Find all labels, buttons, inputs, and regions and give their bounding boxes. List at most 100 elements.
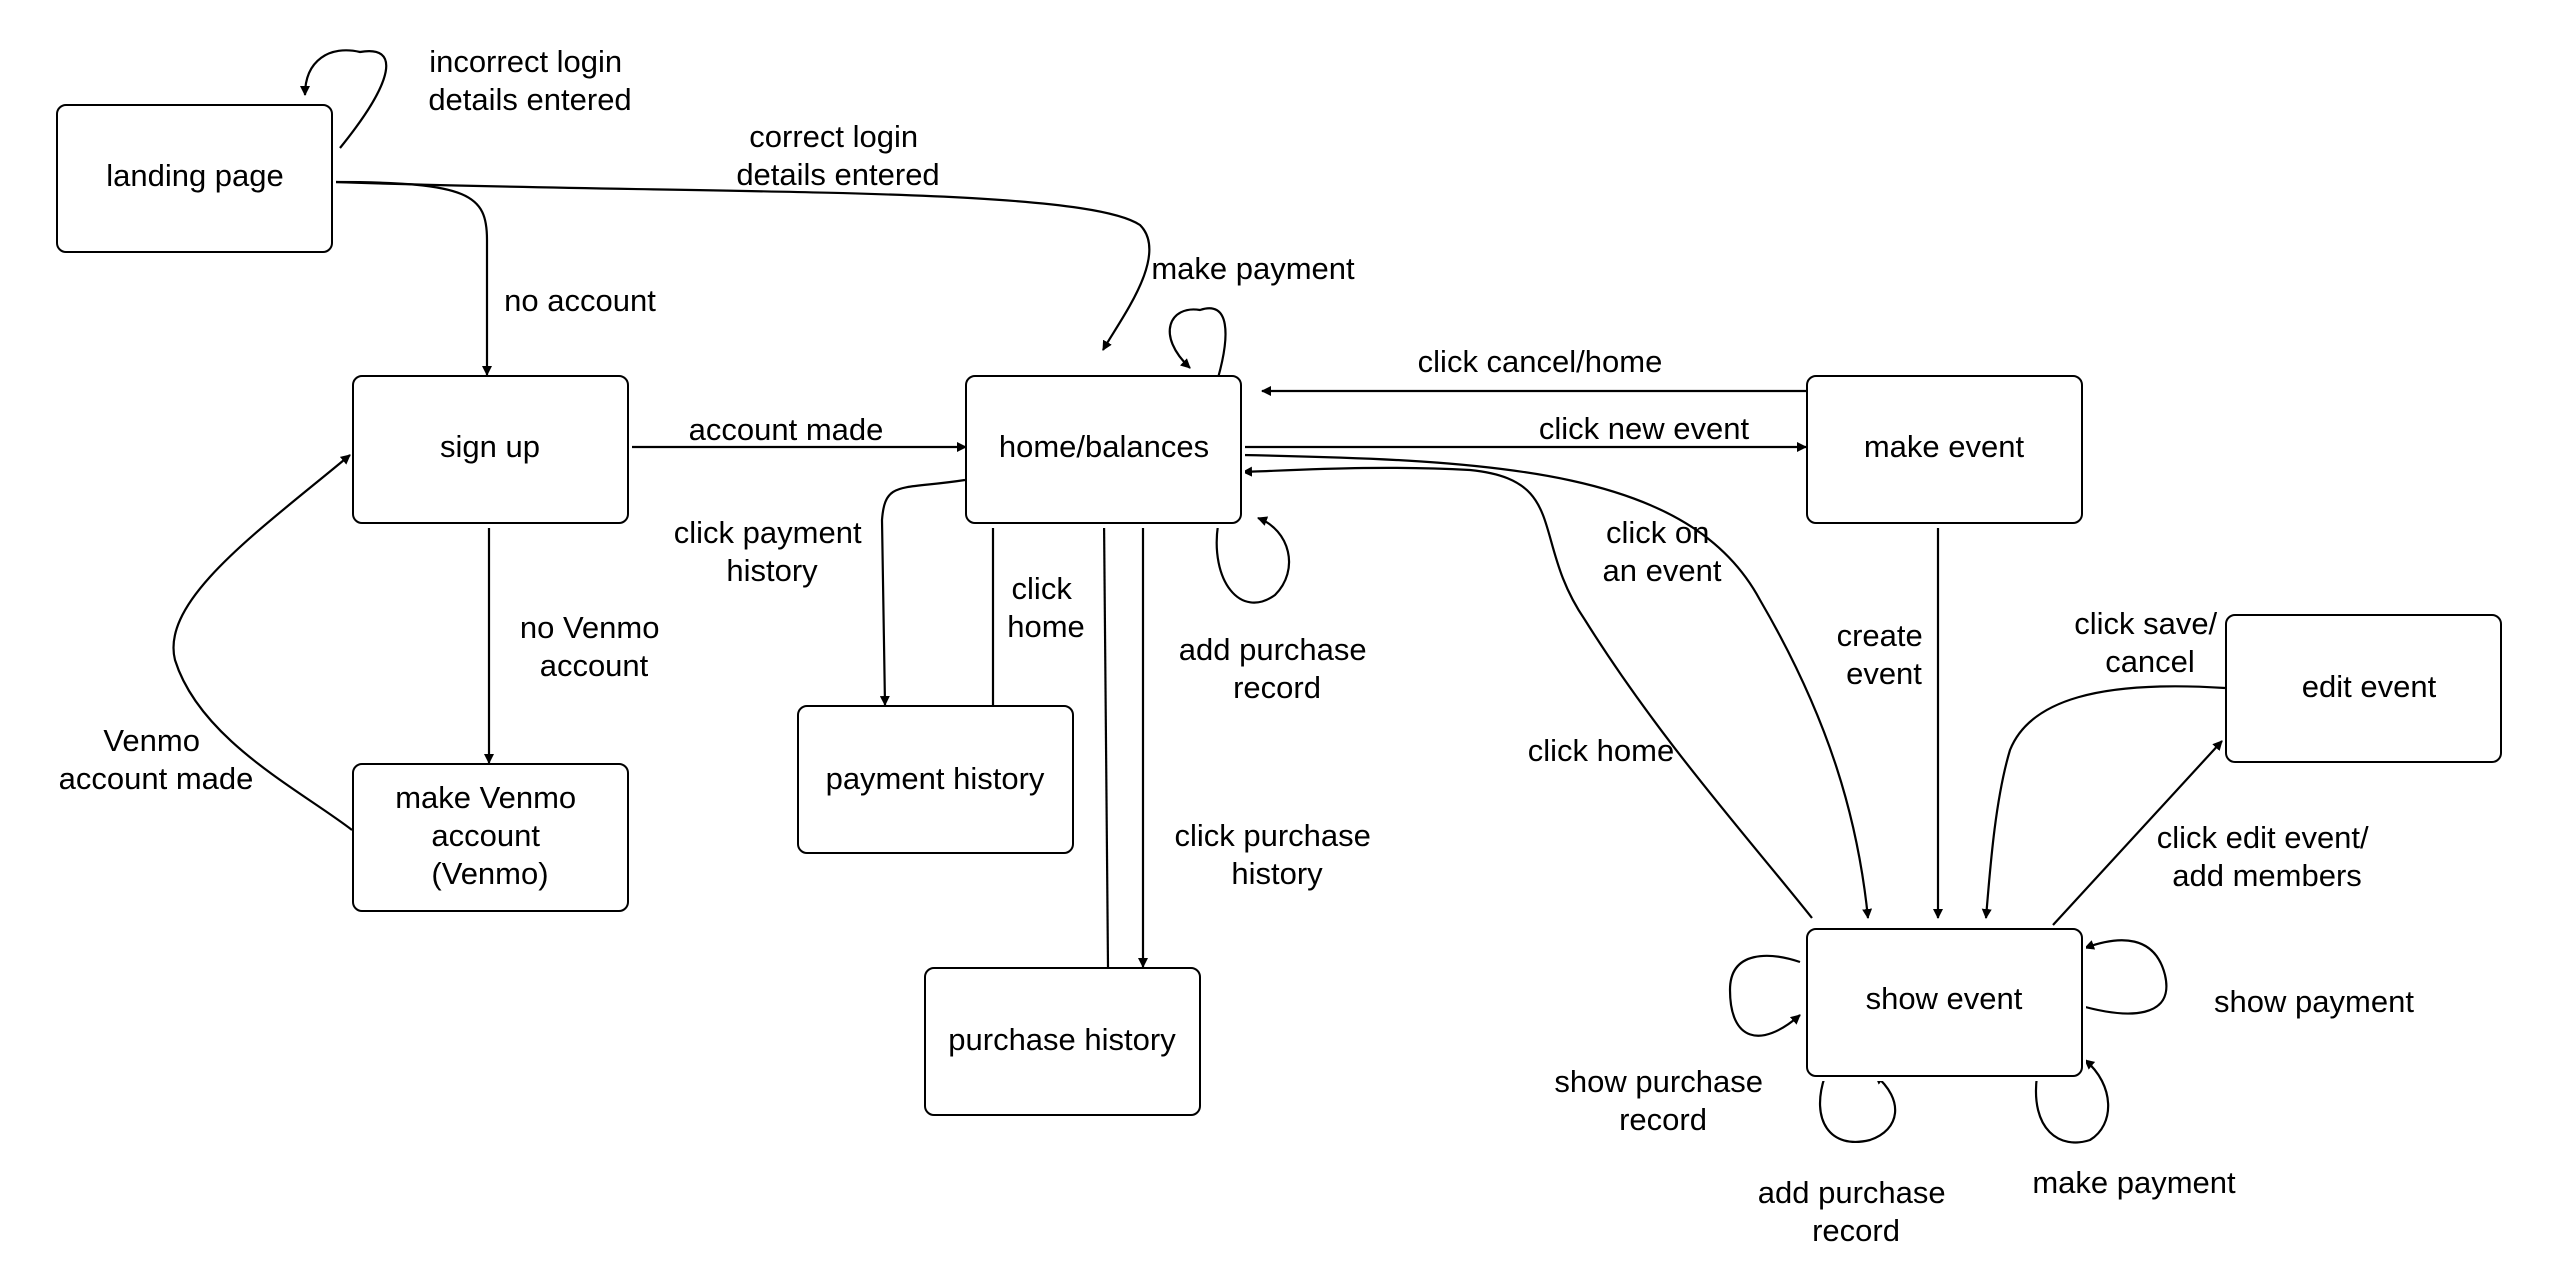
label-venmo-made-line-1: account made <box>59 761 254 796</box>
node-landing-page-label: landing page <box>106 158 284 193</box>
edge-incorrect-login <box>300 49 388 149</box>
label-add-purchase-show-line-0: add purchase <box>1758 1175 1946 1210</box>
label-click-payment-history: click payment history <box>674 515 870 588</box>
node-landing-page-line-0: landing page <box>106 158 284 193</box>
edge-click-on-event <box>1240 453 1873 919</box>
label-click-on-event-line-1: an event <box>1603 553 1722 588</box>
node-make-venmo-account-label: make Venmo account (Venmo) <box>395 780 585 891</box>
label-click-save-cancel: click save/ cancel <box>2074 606 2226 679</box>
label-correct-login-line-0: correct login <box>749 119 918 154</box>
edge-click-payment-history <box>879 478 966 706</box>
edge-click-save-cancel <box>1981 685 2226 919</box>
label-correct-login-line-1: details entered <box>736 157 939 192</box>
label-venmo-made-line-0: Venmo <box>103 723 200 758</box>
node-make-event-label: make event <box>1864 429 2025 464</box>
label-show-purchase-record-line-1: record <box>1619 1102 1707 1137</box>
edge-add-purchase-home <box>1215 516 1291 604</box>
label-click-home-show: click home <box>1528 733 1674 768</box>
node-showevent-line-0: show event <box>1866 981 2023 1016</box>
label-create-event-line-1: event <box>1846 656 1922 691</box>
label-no-account: no account <box>504 283 656 318</box>
label-no-account-line-0: no account <box>504 283 656 318</box>
edges <box>172 49 2226 1144</box>
label-click-home-payhist: click home <box>1007 571 1085 644</box>
label-click-new-event-line-0: click new event <box>1539 411 1750 446</box>
label-click-save-cancel-line-1: cancel <box>2105 644 2195 679</box>
label-no-venmo-line-0: no Venmo <box>520 610 660 645</box>
node-venmo-line-2: (Venmo) <box>431 856 548 891</box>
label-venmo-made: Venmo account made <box>59 723 254 796</box>
label-make-payment-show-line-0: make payment <box>2032 1165 2236 1200</box>
label-click-edit-event-line-1: add members <box>2172 858 2362 893</box>
node-home-balances: home/balances <box>965 375 1245 528</box>
label-click-on-event: click on an event <box>1603 515 1722 588</box>
node-purchase-history-label: purchase history <box>948 1022 1176 1057</box>
label-click-home-show-line-0: click home <box>1528 733 1674 768</box>
label-click-edit-event: click edit event/ add members <box>2157 820 2378 893</box>
node-sign-up-line-0: sign up <box>440 429 540 464</box>
label-add-purchase-home-line-1: record <box>1233 670 1321 705</box>
label-add-purchase-show: add purchase record <box>1758 1175 1955 1248</box>
node-edit-event: edit event <box>2225 614 2505 767</box>
node-sign-up-label: sign up <box>440 429 540 464</box>
node-home-line-0: home/balances <box>999 429 1209 464</box>
edge-click-edit-event <box>2052 740 2223 926</box>
nodes: landing page sign up make Venmo account … <box>56 104 2505 1120</box>
label-account-made: account made <box>689 412 884 447</box>
label-click-purchase-history-line-1: history <box>1231 856 1323 891</box>
label-click-new-event: click new event <box>1539 411 1750 446</box>
label-add-purchase-home-line-0: add purchase <box>1179 632 1367 667</box>
label-click-home-payhist-line-1: home <box>1007 609 1085 644</box>
label-click-home-payhist-line-0: click <box>1012 571 1073 606</box>
node-purchhist-line-0: purchase history <box>948 1022 1176 1057</box>
label-click-purchase-history-line-0: click purchase <box>1174 818 1370 853</box>
edge-correct-login <box>334 180 1151 351</box>
label-incorrect-login: incorrect login details entered <box>428 44 631 117</box>
edge-add-purchase-show <box>1818 1074 1897 1143</box>
label-click-edit-event-line-0: click edit event/ <box>2157 820 2369 855</box>
label-click-payment-history-line-1: history <box>726 553 818 588</box>
label-correct-login: correct login details entered <box>736 119 939 192</box>
label-add-purchase-show-line-1: record <box>1812 1213 1900 1248</box>
label-click-purchase-history: click purchase history <box>1174 818 1379 891</box>
edge-click-home-purchhist <box>1099 517 1110 968</box>
label-click-cancel-home-line-0: click cancel/home <box>1418 344 1663 379</box>
node-venmo-line-0: make Venmo <box>395 780 576 815</box>
label-make-payment-show: make payment <box>2032 1165 2236 1200</box>
label-create-event-line-0: create <box>1837 618 1923 653</box>
label-show-purchase-record-line-0: show purchase <box>1554 1064 1763 1099</box>
node-payment-history-label: payment history <box>826 761 1045 796</box>
label-no-venmo-line-1: account <box>540 648 649 683</box>
label-click-payment-history-line-0: click payment <box>674 515 862 550</box>
label-incorrect-login-line-1: details entered <box>428 82 631 117</box>
edge-venmo-made <box>172 454 353 831</box>
label-click-save-cancel-line-0: click save/ <box>2074 606 2217 641</box>
label-click-cancel-home: click cancel/home <box>1418 344 1663 379</box>
node-make-event: make event <box>1806 375 2086 528</box>
node-edit-event-label: edit event <box>2302 669 2437 704</box>
node-home-balances-label: home/balances <box>999 429 1209 464</box>
edge-show-purchase-record <box>1728 954 1801 1037</box>
edge-make-payment-show <box>2034 1059 2110 1144</box>
node-payment-history: payment history <box>797 705 1077 858</box>
label-create-event: create event <box>1837 618 1932 691</box>
label-show-payment-line-0: show payment <box>2214 984 2414 1019</box>
label-make-payment-home: make payment <box>1151 251 1355 286</box>
label-show-payment: show payment <box>2214 984 2414 1019</box>
node-purchase-history: purchase history <box>924 967 1204 1120</box>
node-editevent-line-0: edit event <box>2302 669 2437 704</box>
node-sign-up: sign up <box>352 375 632 528</box>
edge-labels: incorrect login details entered correct … <box>59 44 2415 1248</box>
label-add-purchase-home: add purchase record <box>1179 632 1376 705</box>
label-incorrect-login-line-0: incorrect login <box>429 44 622 79</box>
label-show-purchase-record: show purchase record <box>1554 1064 1771 1137</box>
edge-show-payment <box>2077 939 2168 1015</box>
edge-click-home-show <box>1242 466 1813 919</box>
edge-no-account <box>334 180 492 376</box>
label-no-venmo: no Venmo account <box>520 610 668 683</box>
label-make-payment-home-line-0: make payment <box>1151 251 1355 286</box>
node-show-event-label: show event <box>1866 981 2023 1016</box>
label-click-on-event-line-0: click on <box>1606 515 1709 550</box>
node-makeevent-line-0: make event <box>1864 429 2025 464</box>
